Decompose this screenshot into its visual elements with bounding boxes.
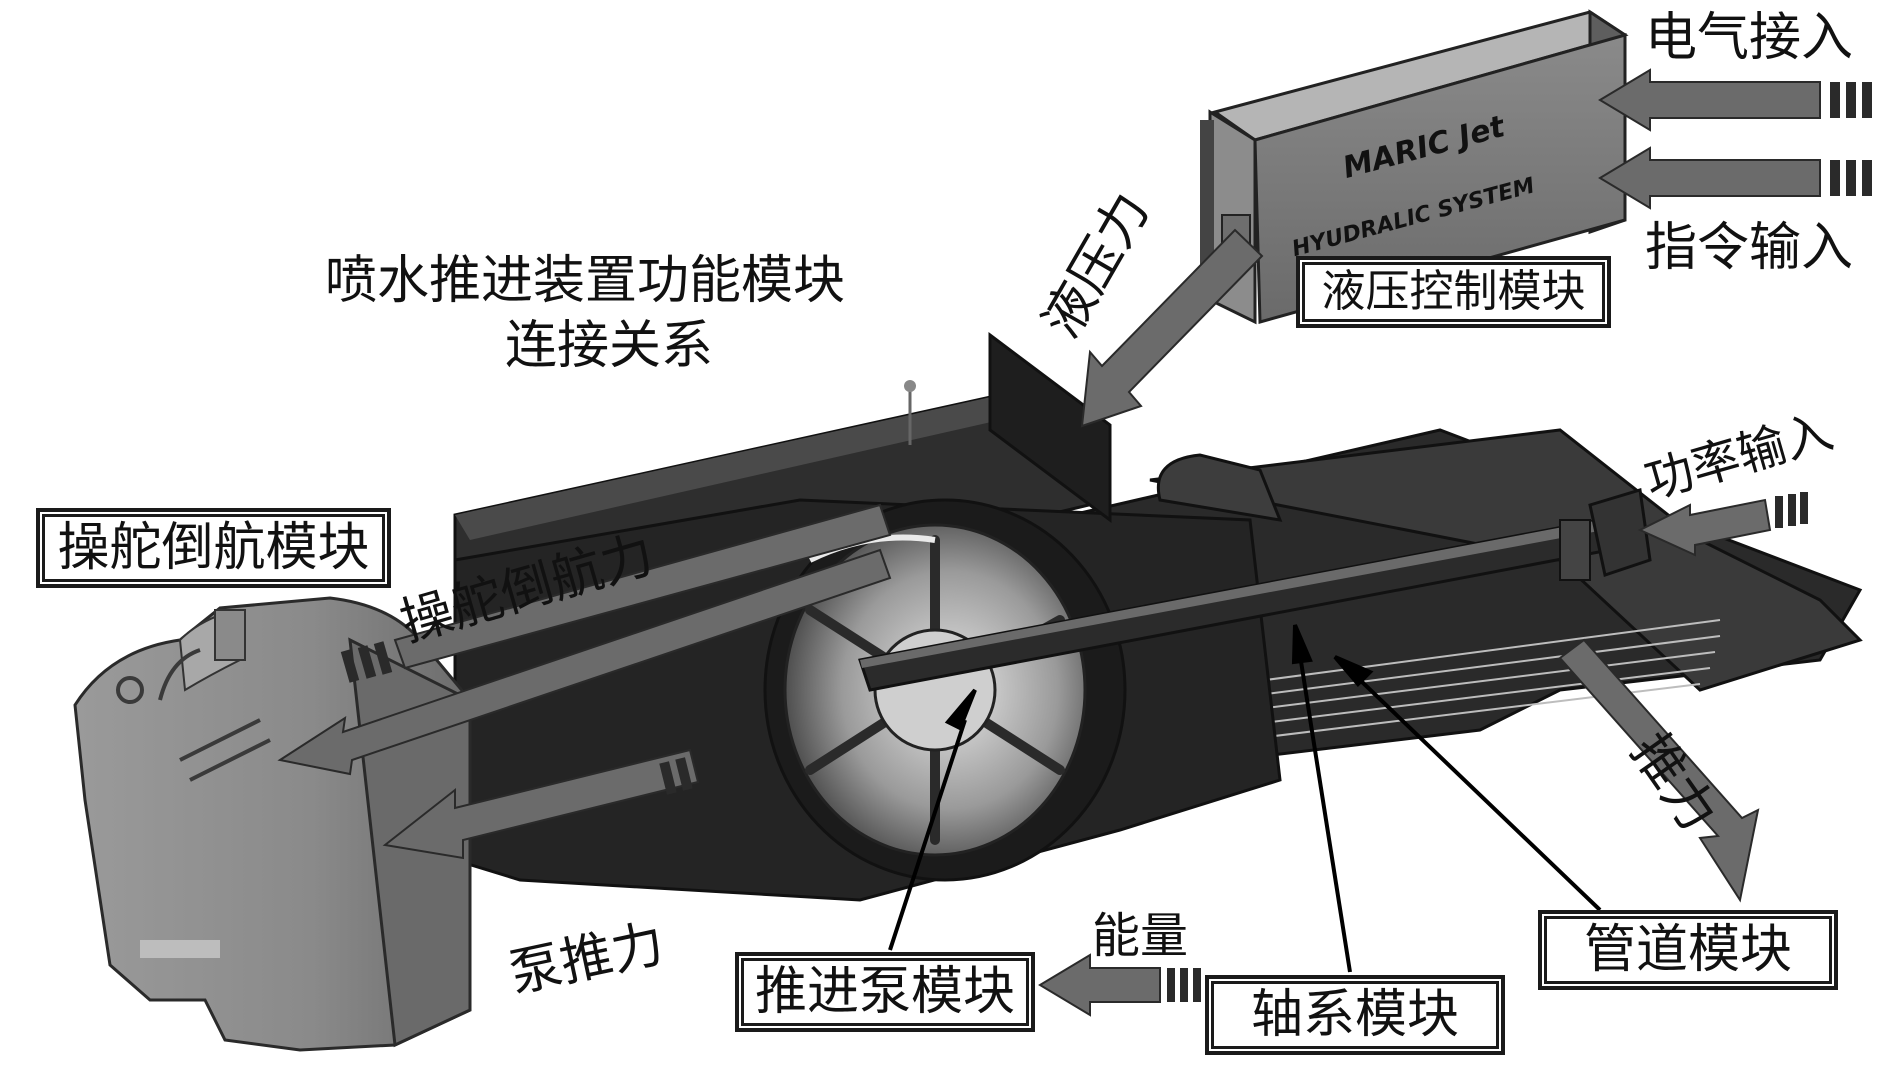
figure-title-line2: 连接关系 xyxy=(505,316,714,376)
module-shaft: 轴系模块 xyxy=(1205,975,1505,1055)
pump-cutaway xyxy=(763,498,1127,882)
module-pump: 推进泵模块 xyxy=(735,952,1035,1032)
hydraulic-force-arrow xyxy=(1080,228,1264,428)
energy-label: 能量 xyxy=(1092,908,1189,964)
pump-thrust-arrow xyxy=(382,748,700,860)
shaft xyxy=(858,488,1652,692)
thrust-arrow xyxy=(1558,638,1760,903)
electrical-input-label: 电气接入 xyxy=(1645,8,1854,68)
steering-force-arrow xyxy=(277,548,892,776)
module-hydraulic-control: 液压控制模块 xyxy=(1296,256,1611,328)
pointer-lines xyxy=(888,624,1602,973)
electrical-input-arrow xyxy=(1598,68,1821,132)
module-duct: 管道模块 xyxy=(1538,910,1838,990)
figure-title-line1: 喷水推进装置功能模块 xyxy=(325,251,846,311)
power-input-arrow xyxy=(1637,498,1772,557)
command-input-arrow xyxy=(1598,146,1821,210)
arrow-tail-marks xyxy=(340,82,1872,1002)
energy-arrow xyxy=(1038,953,1161,1017)
command-input-label: 指令输入 xyxy=(1645,218,1854,278)
flow-arrows xyxy=(277,68,1821,1017)
module-steering-reversing: 操舵倒航模块 xyxy=(36,508,391,588)
